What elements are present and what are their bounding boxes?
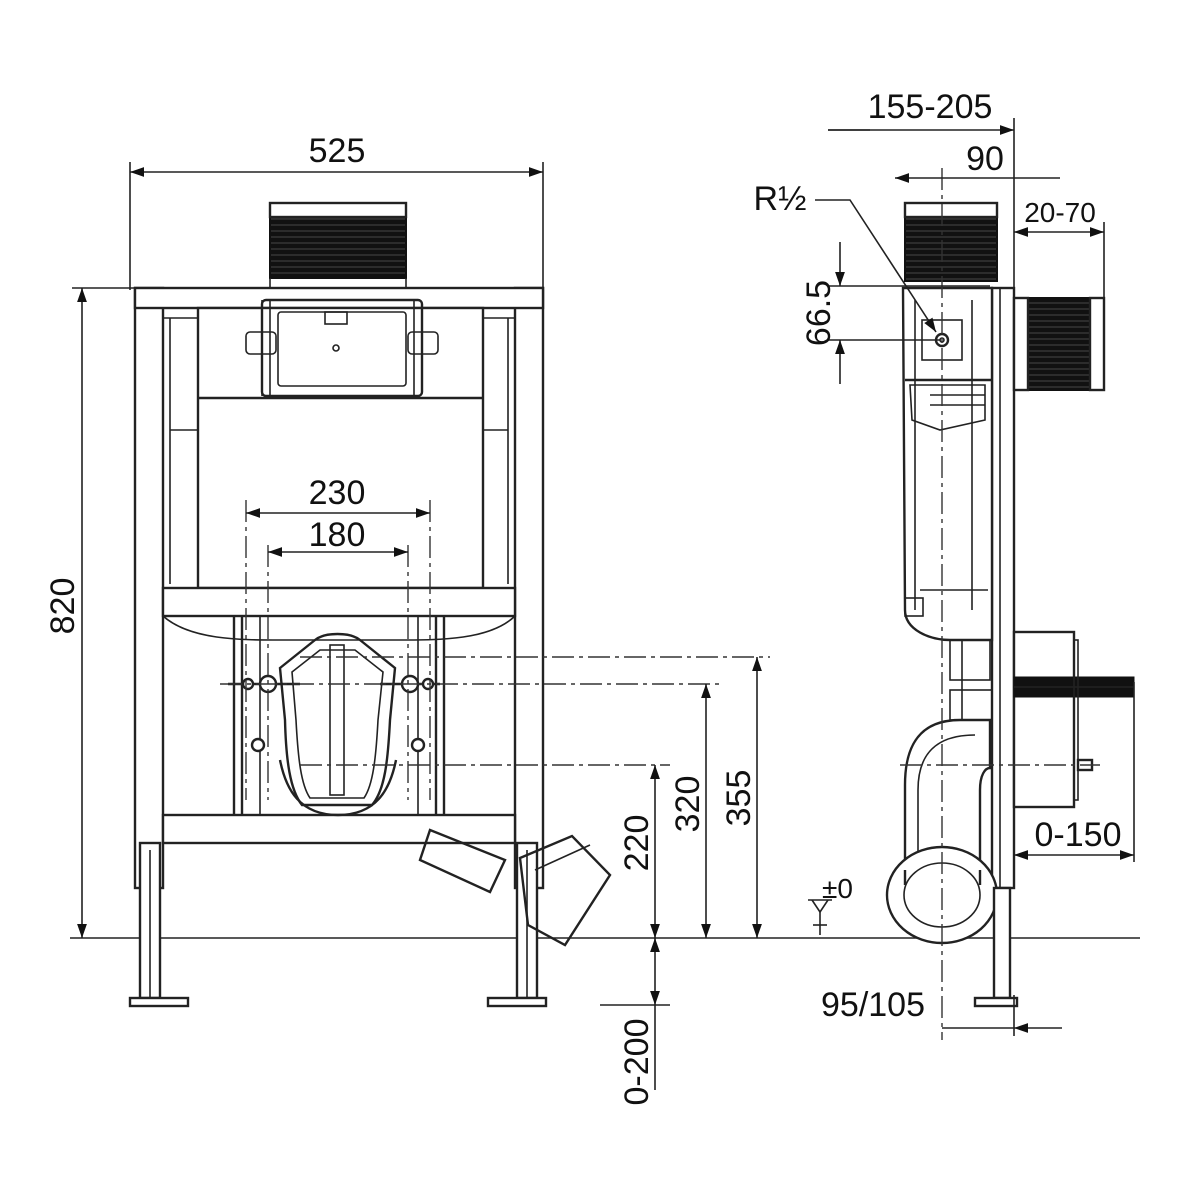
dimension-0-150: 0-150 [1014,682,1135,862]
dim-180-label: 180 [309,516,366,554]
side-actuator [903,201,999,282]
dim-95-105-label: 95/105 [821,986,925,1024]
dim-width-label: 525 [309,132,366,170]
dimension-220: 220 [618,765,660,938]
dimension-230: 230 [246,474,430,518]
dim-220-label: 220 [618,815,656,872]
dim-66-5-label: 66.5 [800,280,838,346]
side-view: 155-205 90 20-70 R½ 66.5 [754,88,1135,1040]
floor-level-marker: ±0 [808,873,853,935]
dimension-66-5: 66.5 [800,242,990,384]
floor-level-label: ±0 [822,873,853,904]
dim-155-205-label: 155-205 [868,88,993,126]
dimension-180: 180 [268,516,408,557]
dim-20-70-label: 20-70 [1024,197,1096,228]
front-view: 525 820 230 180 355 320 [44,132,770,1105]
dim-0-200-label: 0-200 [618,1019,656,1106]
dimension-width: 525 [129,132,544,290]
side-leg [973,886,1019,1008]
dim-230-label: 230 [309,474,366,512]
dimension-90: 90 [895,140,1060,183]
dim-320-label: 320 [669,776,707,833]
dim-height-label: 820 [44,578,82,635]
dimension-0-200: 0-200 [600,938,670,1105]
dim-90-label: 90 [966,140,1004,178]
drain-connector [228,632,440,817]
legs [128,841,548,1008]
side-frame [901,286,1016,890]
label-r-half-text: R½ [754,180,807,218]
outlet-pipe [418,828,612,947]
side-connection-sleeve [1012,630,1135,809]
dimension-355: 355 [720,657,762,938]
side-flush-plate [1012,296,1106,392]
dimension-95-105: 95/105 [821,986,1062,1036]
dim-355-label: 355 [720,770,758,827]
actuator-box [268,201,408,292]
label-r-half: R½ [754,180,937,333]
dimension-20-70: 20-70 [1014,197,1105,300]
dim-0-150-label: 0-150 [1035,816,1122,854]
dimension-155-205: 155-205 [828,88,1015,300]
dimension-height: 820 [44,287,150,938]
dimension-320: 320 [669,684,711,938]
